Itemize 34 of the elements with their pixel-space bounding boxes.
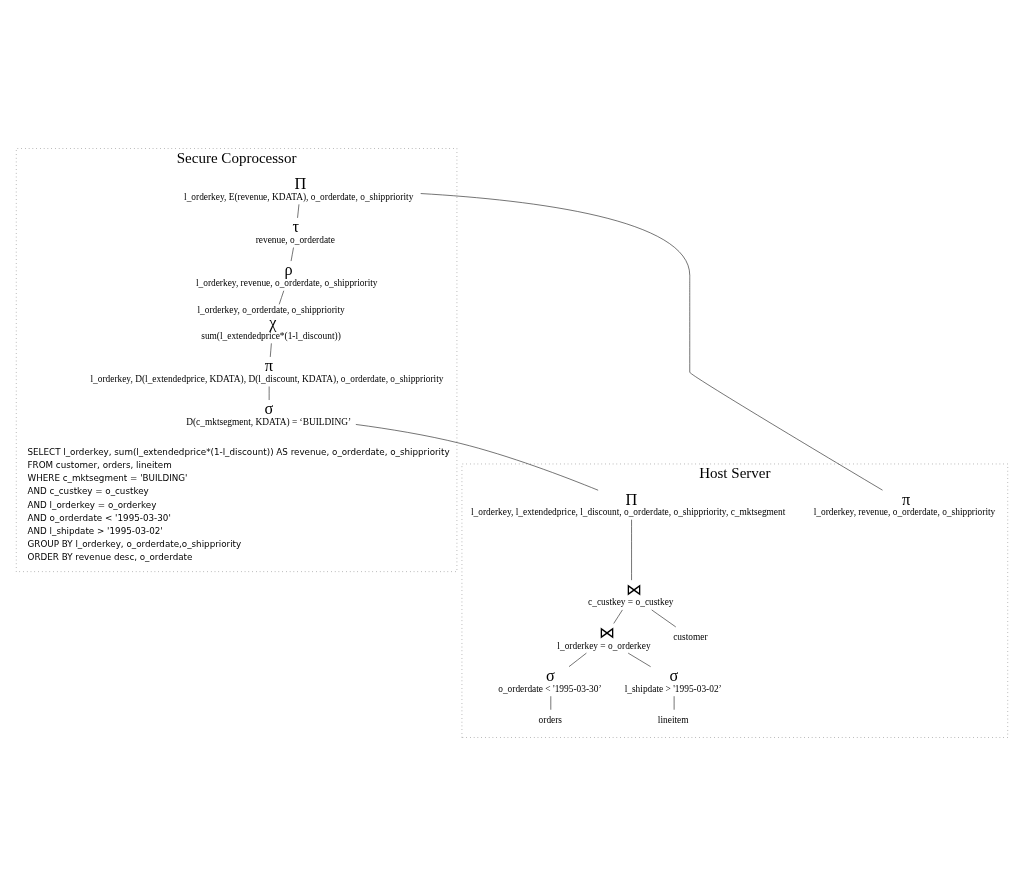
node-text: lineitem bbox=[657, 715, 689, 726]
node-text: ⋈ l_orderkey = o_orderkey bbox=[557, 623, 651, 651]
label: AND l_orderkey = o_orderkey bbox=[27, 499, 157, 510]
label: GROUP BY l_orderkey, o_orderdate,o_shippriority bbox=[27, 539, 242, 550]
node-text: ρ l_orderkey, revenue, o_orderdate, o_shippriority bbox=[195, 261, 378, 289]
node-text: customer bbox=[673, 632, 708, 643]
connector bbox=[568, 652, 587, 667]
connector bbox=[420, 193, 883, 491]
label: AND l_shipdate > '1995-03-02' bbox=[27, 525, 163, 536]
connector bbox=[297, 204, 300, 219]
node-text: τ revenue, o_orderdate bbox=[255, 218, 335, 246]
node-text: ⋈ c_custkey = o_custkey bbox=[588, 580, 674, 608]
node-text: Π l_orderkey, l_extendedprice, l_discount, o_orderdate, o_shippriority, c_mktsegment bbox=[471, 490, 786, 518]
connector bbox=[278, 290, 285, 305]
node-text: Π l_orderkey, E(revenue, KDATA), o_orderdate, o_shippriority bbox=[184, 175, 414, 202]
node-text: π l_orderkey, D(l_extendedprice, KDATA), D(l_discount, KDATA), o_orderdate, o_shippriority bbox=[90, 357, 444, 384]
label: FROM customer, orders, lineitem bbox=[27, 460, 172, 471]
connector bbox=[651, 609, 677, 628]
node-text: π l_orderkey, revenue, o_orderdate, o_shippriority bbox=[813, 490, 996, 518]
connector bbox=[627, 652, 651, 667]
node-text: orders bbox=[538, 715, 563, 726]
connector bbox=[290, 247, 294, 262]
node-text: σ o_orderdate < '1995-03-30’ bbox=[498, 667, 602, 694]
node-text: σ l_shipdate > '1995-03-02’ bbox=[624, 667, 722, 694]
connector bbox=[355, 424, 599, 491]
label: SELECT l_orderkey, sum(l_extendedprice*(1-l_discount)) AS revenue, o_orderdate, o_shippriority bbox=[27, 447, 450, 458]
label: AND o_orderdate < '1995-03-30' bbox=[27, 512, 171, 523]
label: WHERE c_mktsegment = 'BUILDING' bbox=[27, 473, 188, 484]
connector bbox=[269, 343, 272, 358]
node-text: l_orderkey, o_orderdate, o_shippriority χ sum(l_extendedprice*(1-l_discount)) bbox=[197, 305, 345, 341]
label: AND c_custkey = o_custkey bbox=[27, 486, 149, 497]
connector bbox=[613, 609, 623, 624]
node-text: σ D(c_mktsegment, KDATA) = ‘BUILDING’ bbox=[186, 400, 352, 428]
label: ORDER BY revenue desc, o_orderdate bbox=[27, 552, 193, 563]
